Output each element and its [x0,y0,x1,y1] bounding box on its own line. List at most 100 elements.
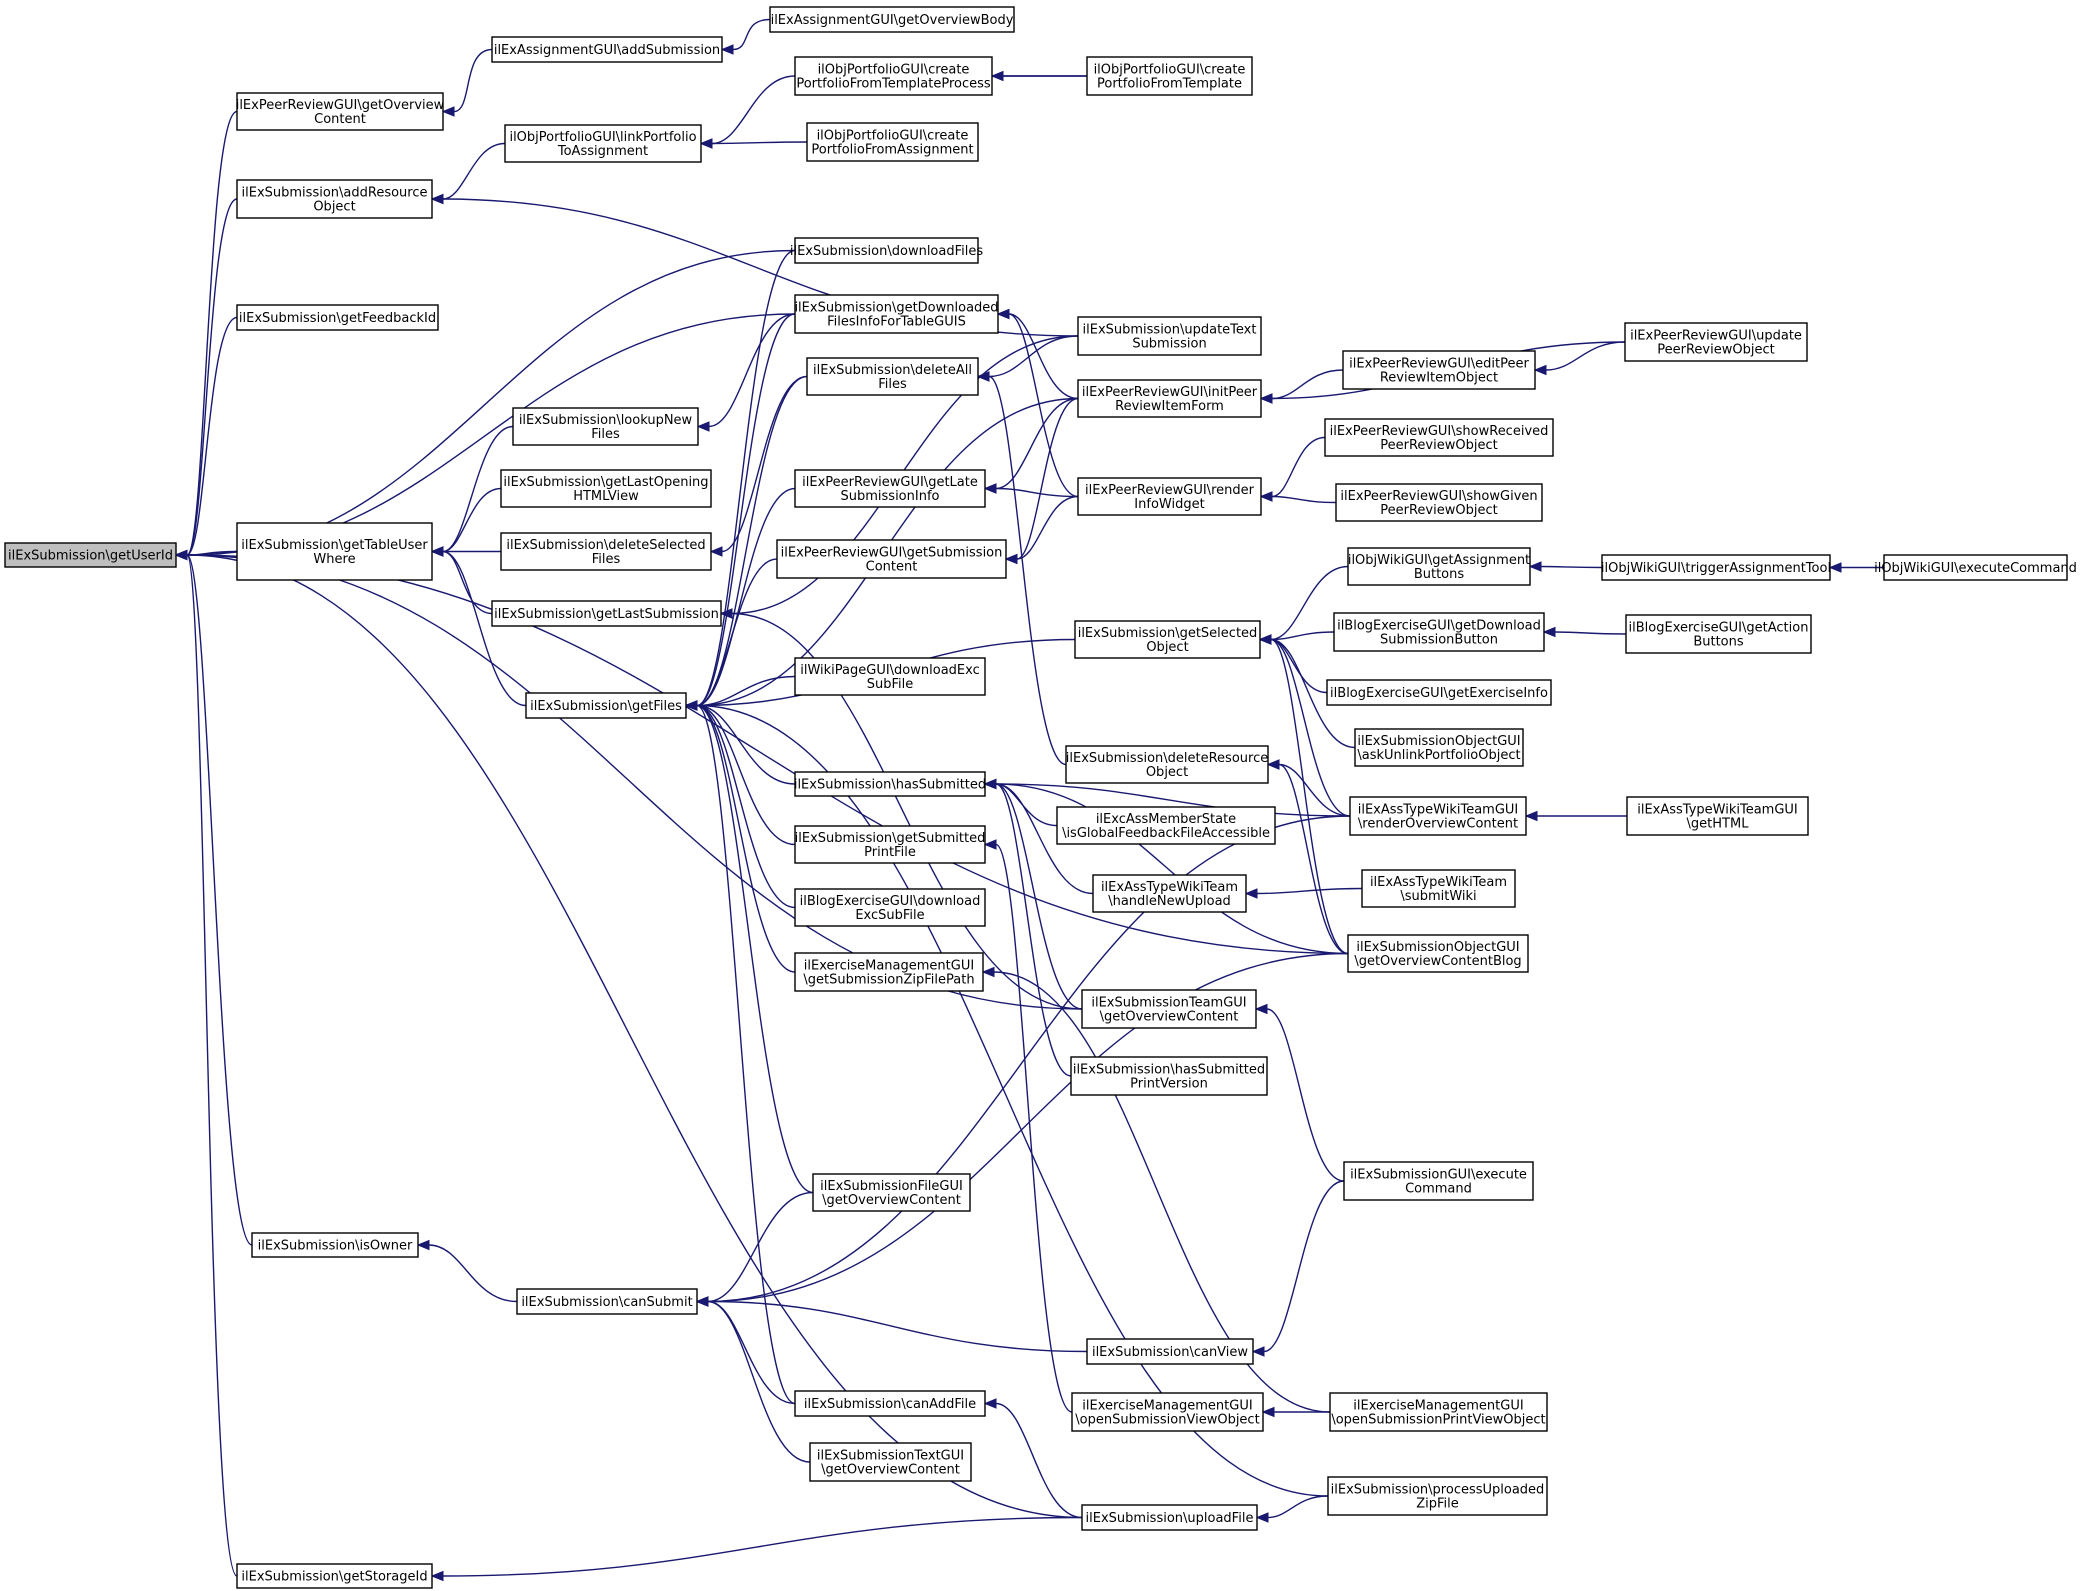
node-pf_tpl_proc[interactable]: ilObjPortfolioGUI\createPortfolioFromTem… [794,56,993,96]
node-last_sub[interactable]: ilExSubmission\getLastSubmission [491,600,722,627]
node-label: ilExAssTypeWikiTeam [1370,875,1507,890]
node-has_submitted[interactable]: ilExSubmission\hasSubmitted [794,771,986,797]
edge-root-peer_ov [174,110,238,561]
edge-line [442,1516,1083,1577]
node-edit_peer[interactable]: ilExPeerReviewGUI\editPeerReviewItemObje… [1342,350,1536,390]
node-wiki_render[interactable]: ilExAssTypeWikiTeamGUI\renderOverviewCon… [1349,796,1527,836]
node-label: \getOverviewContentBlog [1354,954,1521,969]
node-open_view[interactable]: ilExerciseManagementGUI\openSubmissionVi… [1071,1392,1264,1432]
edge-line [707,1191,814,1303]
node-assign_body[interactable]: ilExAssignmentGUI\getOverviewBody [769,6,1015,33]
node-box [1626,796,1809,836]
edge-can_add-upload_file [983,1398,1083,1519]
node-storage_id[interactable]: ilExSubmission\getStorageId [236,1563,433,1589]
node-can_add[interactable]: ilExSubmission\canAddFile [794,1390,986,1417]
edge-wiki_buttons-trigger_tool [1528,561,1603,572]
edge-line [711,141,808,145]
arrowhead [684,700,698,711]
node-wiki_html[interactable]: ilExAssTypeWikiTeamGUI\getHTML [1626,796,1809,836]
node-pf_assign[interactable]: ilObjPortfolioGUI\createPortfolioFromAss… [806,122,979,162]
node-submit_wiki[interactable]: ilExAssTypeWikiTeam\submitWiki [1361,869,1516,908]
node-label: PeerReviewObject [1380,503,1497,518]
node-blog_info[interactable]: ilBlogExerciseGUI\getExerciseInfo [1326,679,1552,706]
node-member_state[interactable]: ilExcAssMemberState\isGlobalFeedbackFile… [1056,806,1276,845]
node-label: ilObjPortfolioGUI\create [818,63,970,78]
edge-can_view-sub_exec [1251,1180,1345,1357]
node-assign_add[interactable]: ilExAssignmentGUI\addSubmission [491,36,723,63]
node-team_gui[interactable]: ilExSubmissionTeamGUI\getOverviewContent [1081,989,1257,1029]
edge-get_files-file_gui [684,700,814,1194]
edge-line [988,335,1079,378]
node-box [809,1442,972,1482]
node-pf_tpl[interactable]: ilObjPortfolioGUI\createPortfolioFromTem… [1086,56,1253,96]
node-show_given[interactable]: ilExPeerReviewGUI\showGivenPeerReviewObj… [1335,483,1543,522]
node-sub_exec[interactable]: ilExSubmissionGUI\executeCommand [1343,1161,1534,1201]
node-box [1625,614,1812,654]
node-ask_unlink[interactable]: ilExSubmissionObjectGUI\askUnlinkPortfol… [1354,728,1524,767]
edge-render_info-show_recv [1259,436,1326,502]
node-ov_blog[interactable]: ilExSubmissionObjectGUI\getOverviewConte… [1347,934,1529,973]
node-label: Files [878,377,907,392]
edge-line [1278,763,1351,817]
node-get_dl_info[interactable]: ilExSubmission\getDownloadedFilesInfoFor… [794,294,999,334]
edge-line [1270,638,1356,749]
node-upload_file[interactable]: ilExSubmission\uploadFile [1081,1504,1258,1531]
edge-line [696,704,796,973]
node-link_pf[interactable]: ilObjPortfolioGUI\linkPortfolioToAssignm… [504,124,702,163]
node-box [500,469,712,508]
node-exec_cmd[interactable]: ilObjWikiGUI\executeCommand [1874,554,2077,581]
node-wiki_upload[interactable]: ilExAssTypeWikiTeam\handleNewUpload [1092,874,1247,913]
edge-root-add_res [174,198,238,561]
node-zip_path[interactable]: ilExerciseManagementGUI\getSubmissionZip… [794,952,984,992]
node-peer_ov[interactable]: ilExPeerReviewGUI\getOverviewContent [236,92,445,131]
node-box [794,952,984,992]
node-dl_files[interactable]: ilExSubmission\downloadFiles [790,237,983,264]
node-root[interactable]: ilExSubmission\getUserId [4,542,177,568]
node-file_gui[interactable]: ilExSubmissionFileGUI\getOverviewContent [812,1173,971,1212]
node-is_owner[interactable]: ilExSubmission\isOwner [251,1232,419,1258]
edge-line [453,48,493,113]
edge-table_where-last_sub [430,546,493,615]
node-get_files[interactable]: ilExSubmission\getFiles [525,692,687,719]
node-blog_dl_btn[interactable]: ilBlogExerciseGUI\getDownloadSubmissionB… [1333,612,1545,652]
edge-is_owner-can_submit [416,1239,518,1303]
node-label: \getHTML [1687,817,1750,832]
edge-get_selected-ov_blog [1258,634,1349,955]
node-can_submit[interactable]: ilExSubmission\canSubmit [516,1288,698,1315]
node-text_gui[interactable]: ilExSubmissionTextGUI\getOverviewContent [809,1442,972,1482]
node-label: \handleNewUpload [1108,894,1231,909]
arrowhead [174,549,188,561]
node-trigger_tool[interactable]: ilObjWikiGUI\triggerAssignmentTool [1601,554,1831,581]
node-can_view[interactable]: ilExSubmission\canView [1086,1338,1254,1365]
node-label: Object [1146,640,1188,655]
edge-line [721,375,808,553]
node-box [794,294,999,334]
node-open_print[interactable]: ilExerciseManagementGUI\openSubmissionPr… [1329,1392,1548,1432]
node-fb_id[interactable]: ilExSubmission\getFeedbackId [236,304,439,331]
node-show_recv[interactable]: ilExPeerReviewGUI\showReceivedPeerReview… [1324,418,1554,457]
edge-line [1267,1495,1329,1519]
node-label: PrintFile [864,845,916,860]
edge-line [696,704,1329,1497]
